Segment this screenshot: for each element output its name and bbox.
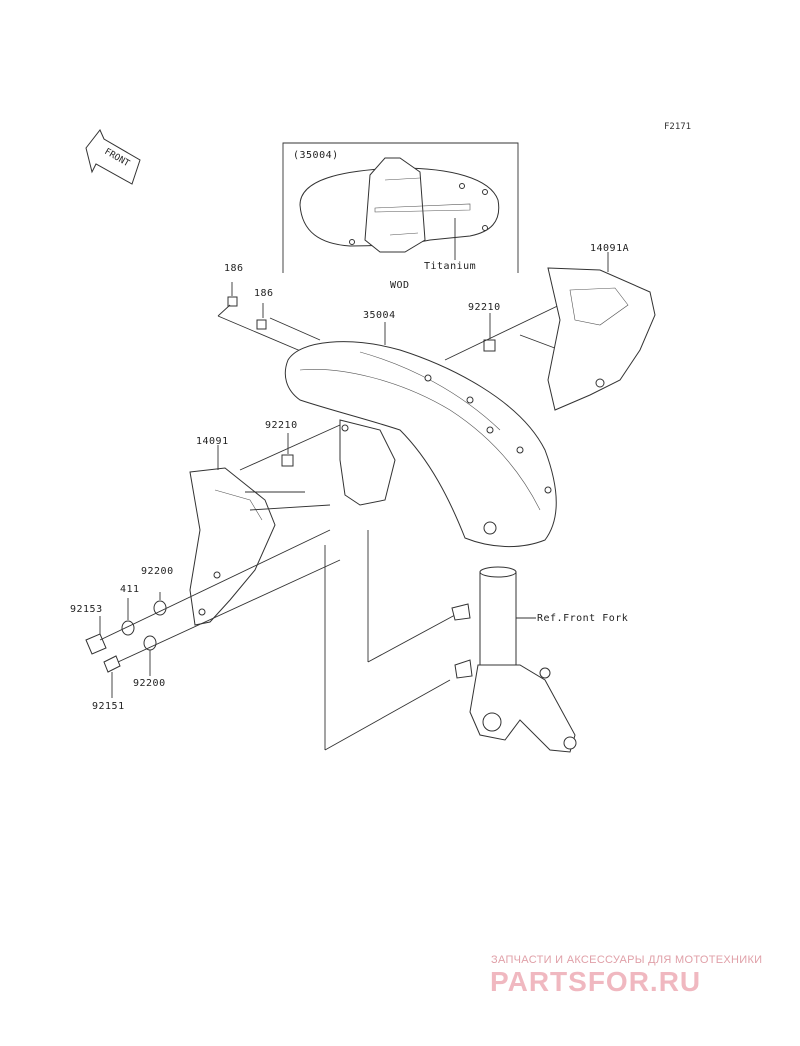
nut-92210-left — [281, 433, 294, 467]
inset-material-label: Titanium — [424, 261, 477, 272]
label-92200-bottom: 92200 — [133, 678, 166, 689]
label-92153: 92153 — [70, 604, 103, 615]
front-arrow-icon: FRONT — [85, 129, 141, 185]
inset-part-ref: (35004) — [293, 150, 339, 161]
label-92151: 92151 — [92, 701, 125, 712]
label-14091a: 14091A — [590, 243, 630, 254]
label-92210-right: 92210 — [468, 302, 501, 313]
washer-92200-bottom — [143, 635, 157, 651]
inset-frame — [282, 142, 519, 273]
bolt-92151 — [103, 655, 121, 673]
bolt-92153 — [85, 633, 107, 655]
bolt-186-a — [227, 282, 238, 307]
left-cover — [189, 445, 276, 626]
nut-92210-right — [483, 313, 496, 352]
reference-front-fork: Ref.Front Fork — [537, 613, 629, 624]
inset-variant-code: WOD — [390, 280, 410, 291]
label-92210-left: 92210 — [265, 420, 298, 431]
front-fender — [284, 322, 557, 547]
label-92200-top: 92200 — [141, 566, 174, 577]
collar-411 — [121, 620, 135, 636]
watermark-logo: PARTSFOR.RU — [490, 966, 702, 997]
label-35004: 35004 — [363, 310, 396, 321]
label-411: 411 — [120, 584, 140, 595]
bolt-186-b — [256, 303, 267, 330]
front-fork — [451, 566, 577, 753]
right-cover — [547, 252, 656, 411]
label-186-b: 186 — [254, 288, 274, 299]
label-186-a: 186 — [224, 263, 244, 274]
watermark-tagline: ЗАПЧАСТИ И АКСЕССУАРЫ ДЛЯ МОТОТЕХНИКИ — [491, 954, 763, 966]
label-14091: 14091 — [196, 436, 229, 447]
figure-code: F2171 — [664, 122, 692, 132]
inset-titanium-fender — [299, 157, 500, 260]
